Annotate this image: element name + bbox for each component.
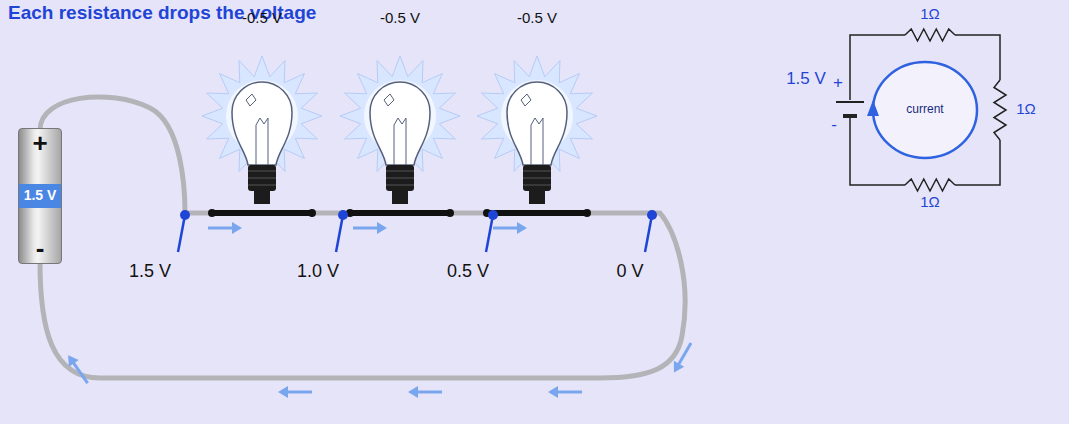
light-glow: [202, 56, 322, 176]
flow-arrow: [63, 352, 92, 387]
current-label: current: [906, 103, 943, 116]
base-thread: [248, 178, 276, 179]
socket-bar: [350, 210, 450, 216]
base-thread: [523, 171, 551, 172]
light-glow: [477, 56, 597, 176]
probe-pin: [486, 215, 493, 252]
battery-symbol: [843, 114, 857, 118]
battery-voltage: 1.5 V: [19, 184, 61, 207]
probe-point: [180, 210, 190, 220]
schematic-wire: [955, 35, 1000, 80]
socket-bar: [487, 210, 587, 216]
flow-arrow: [548, 386, 582, 398]
base-thread: [248, 171, 276, 172]
resistor-symbol: [994, 80, 1006, 140]
glass-shine: [384, 94, 394, 106]
node-voltage: 1.5 V: [129, 262, 171, 282]
bulb-contact: [392, 190, 408, 204]
flow-arrow: [208, 222, 242, 234]
glass-shine: [246, 94, 256, 106]
bulb-glass: [507, 82, 567, 165]
source-voltage: 1.5 V: [786, 70, 826, 89]
socket-terminal: [208, 209, 216, 217]
battery-terminal: -: [19, 234, 61, 263]
base-thread: [386, 185, 414, 186]
bulb-base: [386, 165, 414, 191]
socket-terminal: [308, 209, 316, 217]
battery-symbol: [836, 101, 864, 103]
base-thread: [523, 178, 551, 179]
filament: [256, 118, 268, 165]
base-thread: [523, 185, 551, 186]
socket-terminal: [446, 209, 454, 217]
node-voltage: 0 V: [616, 262, 643, 282]
current-loop: [873, 62, 977, 158]
flow-arrow: [278, 386, 312, 398]
bulb-glass: [232, 82, 292, 165]
resistor-symbol: [905, 179, 955, 191]
filament: [531, 118, 543, 165]
bulb-glass: [370, 82, 430, 165]
schematic-wire: [955, 140, 1000, 185]
flow-arrow: [353, 222, 387, 234]
resistance-value: 1Ω: [920, 6, 940, 23]
battery-terminal: +: [19, 129, 61, 158]
probe-pin: [178, 215, 185, 252]
resistance-value: 1Ω: [1016, 101, 1036, 118]
filament: [394, 118, 406, 165]
flow-arrow: [669, 340, 696, 375]
glass-shine: [521, 94, 531, 106]
probe-point: [338, 210, 348, 220]
resistance-value: 1Ω: [920, 194, 940, 211]
current-arrowhead: [867, 100, 879, 116]
flow-arrow: [408, 386, 442, 398]
bulb-contact: [254, 190, 270, 204]
base-thread: [386, 178, 414, 179]
bulb-base: [248, 165, 276, 191]
node-voltage: 0.5 V: [447, 262, 489, 282]
probe-pin: [645, 215, 652, 252]
voltage-drop: -0.5 V: [242, 10, 282, 27]
light-glow: [340, 56, 460, 176]
bulb-base: [523, 165, 551, 191]
voltage-drop: -0.5 V: [380, 10, 420, 27]
probe-point: [647, 210, 657, 220]
socket-bar: [212, 210, 312, 216]
base-thread: [386, 171, 414, 172]
battery: +1.5 V -: [18, 128, 62, 264]
node-voltage: 1.0 V: [297, 262, 339, 282]
base-thread: [248, 185, 276, 186]
bulb-contact: [529, 190, 545, 204]
probe-pin: [336, 215, 343, 252]
probe-point: [488, 210, 498, 220]
voltage-drop: -0.5 V: [517, 10, 557, 27]
flow-arrow: [493, 222, 527, 234]
polarity-mark: +: [833, 74, 843, 93]
resistor-symbol: [905, 29, 955, 41]
polarity-mark: -: [831, 116, 837, 135]
socket-terminal: [583, 209, 591, 217]
